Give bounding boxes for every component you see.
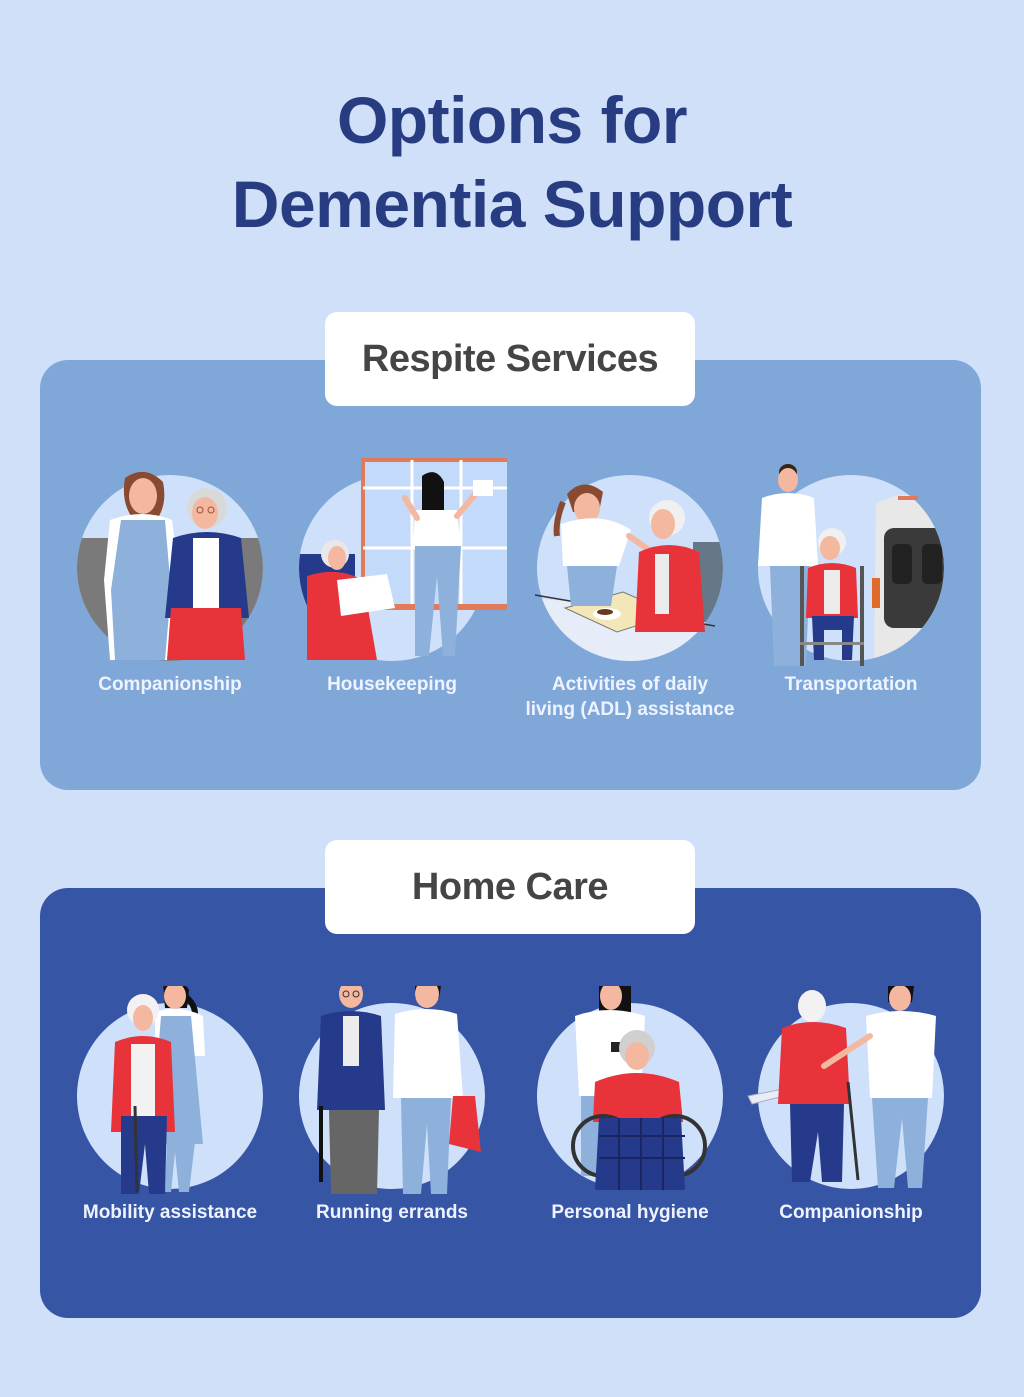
respite-item-housekeeping: Housekeeping xyxy=(277,458,507,697)
respite-item-transportation: Transportation xyxy=(736,458,966,697)
shopping-walk-illustration xyxy=(299,986,485,1194)
caregiver-with-seated-elder-illustration xyxy=(77,471,263,661)
home-item-companionship: Companionship xyxy=(736,986,966,1225)
item-label: Activities of daily living (ADL) assista… xyxy=(525,674,735,720)
item-label: Running errands xyxy=(315,1202,468,1223)
item-label: Transportation xyxy=(784,674,918,695)
home-item-mobility-assistance: Mobility assistance xyxy=(55,986,285,1225)
item-label: Companionship xyxy=(98,674,242,695)
item-label: Housekeeping xyxy=(327,674,457,695)
home-item-personal-hygiene: Personal hygiene xyxy=(515,986,745,1225)
item-label: Companionship xyxy=(779,1202,923,1223)
title-line-1: Options for xyxy=(336,83,688,157)
home-care-heading: Home Care xyxy=(325,840,695,934)
respite-services-heading: Respite Services xyxy=(325,312,695,406)
meal-assistance-illustration xyxy=(534,475,723,661)
item-label: Mobility assistance xyxy=(82,1202,258,1223)
cleaning-window-illustration xyxy=(299,458,507,661)
wheelchair-van-illustration xyxy=(758,464,944,666)
home-item-running-errands: Running errands xyxy=(277,986,507,1225)
walking-together-illustration xyxy=(747,986,944,1189)
title-line-2: Dementia Support xyxy=(231,167,793,241)
respite-item-companionship: Companionship xyxy=(55,458,285,697)
page-title: Options for Dementia Support xyxy=(0,78,1024,246)
item-label: Personal hygiene xyxy=(551,1202,709,1223)
walking-support-illustration xyxy=(77,986,263,1194)
hair-brushing-illustration xyxy=(537,986,723,1190)
respite-item-adl-assistance: Activities of daily living (ADL) assista… xyxy=(515,458,745,722)
